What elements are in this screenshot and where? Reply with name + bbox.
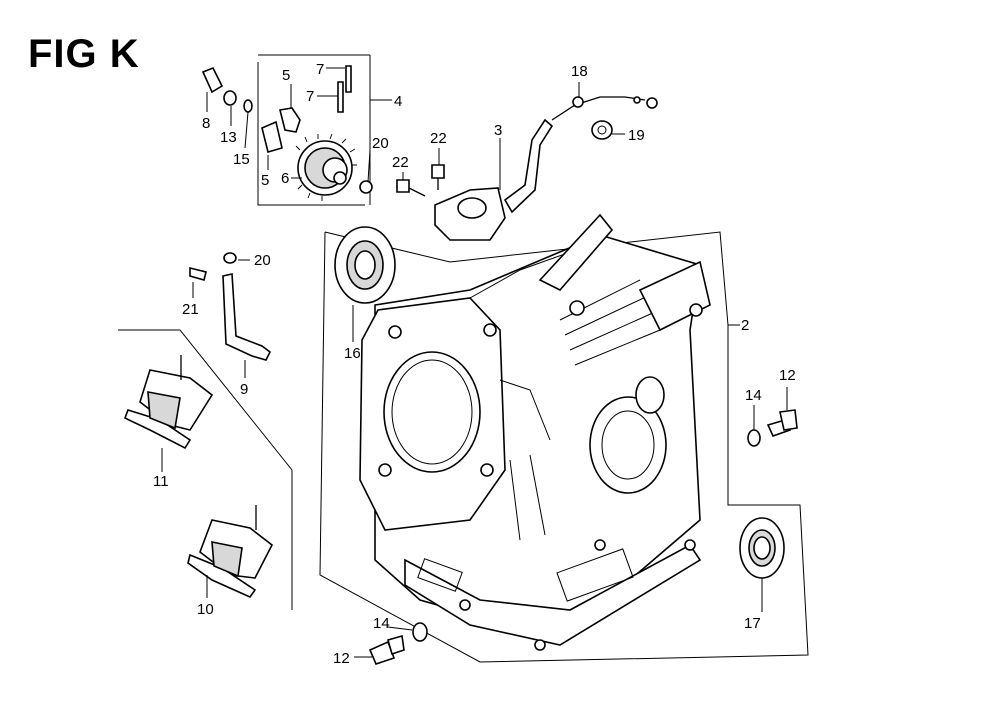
pump-gear [295, 133, 357, 201]
callout-labels: 4 3 18 19 22 22 2 12 14 16 17 20 20 21 9… [153, 61, 796, 667]
callout-12b: 12 [333, 650, 350, 667]
oil-switch-assembly [434, 96, 658, 241]
callout-20b: 20 [254, 252, 271, 269]
grommet [591, 120, 613, 140]
callout-8: 8 [202, 115, 210, 132]
callout-7a: 7 [316, 61, 324, 78]
callout-5b: 5 [261, 172, 269, 189]
callout-14a: 14 [745, 387, 762, 404]
callout-14b: 14 [373, 615, 390, 632]
callout-16: 16 [344, 345, 361, 362]
pump-small-parts [201, 65, 373, 194]
drain-bolt-right [747, 409, 798, 447]
callout-13: 13 [220, 129, 237, 146]
callout-9: 9 [240, 381, 248, 398]
callout-7b: 7 [306, 88, 314, 105]
callout-2: 2 [741, 317, 749, 334]
callout-18: 18 [571, 63, 588, 80]
callout-10: 10 [197, 601, 214, 618]
callout-2-pump-group: 4 [394, 93, 402, 110]
engine-mount-lower [187, 505, 274, 598]
breather-tube-assembly [189, 252, 272, 361]
drain-bolt-bottom [368, 622, 428, 665]
figure-title: FIG K [28, 32, 140, 76]
engine-mount-upper [123, 355, 214, 450]
callout-15: 15 [233, 151, 250, 168]
callout-20a: 20 [372, 135, 389, 152]
grommet-hole [597, 125, 607, 135]
callout-5a: 5 [282, 67, 290, 84]
callout-11: 11 [153, 473, 169, 490]
callout-17: 17 [744, 615, 761, 632]
bolts-22 [396, 164, 445, 197]
callout-3: 3 [494, 122, 502, 139]
callout-12a: 12 [779, 367, 796, 384]
bearing [334, 226, 396, 304]
leader-lines [161, 67, 788, 658]
oil-seal [739, 517, 785, 579]
callout-21: 21 [182, 301, 199, 318]
crankcase [359, 213, 711, 651]
callout-19: 19 [628, 127, 645, 144]
callout-6: 6 [281, 170, 289, 187]
callout-22a: 22 [430, 130, 447, 147]
callout-22b: 22 [392, 154, 409, 171]
